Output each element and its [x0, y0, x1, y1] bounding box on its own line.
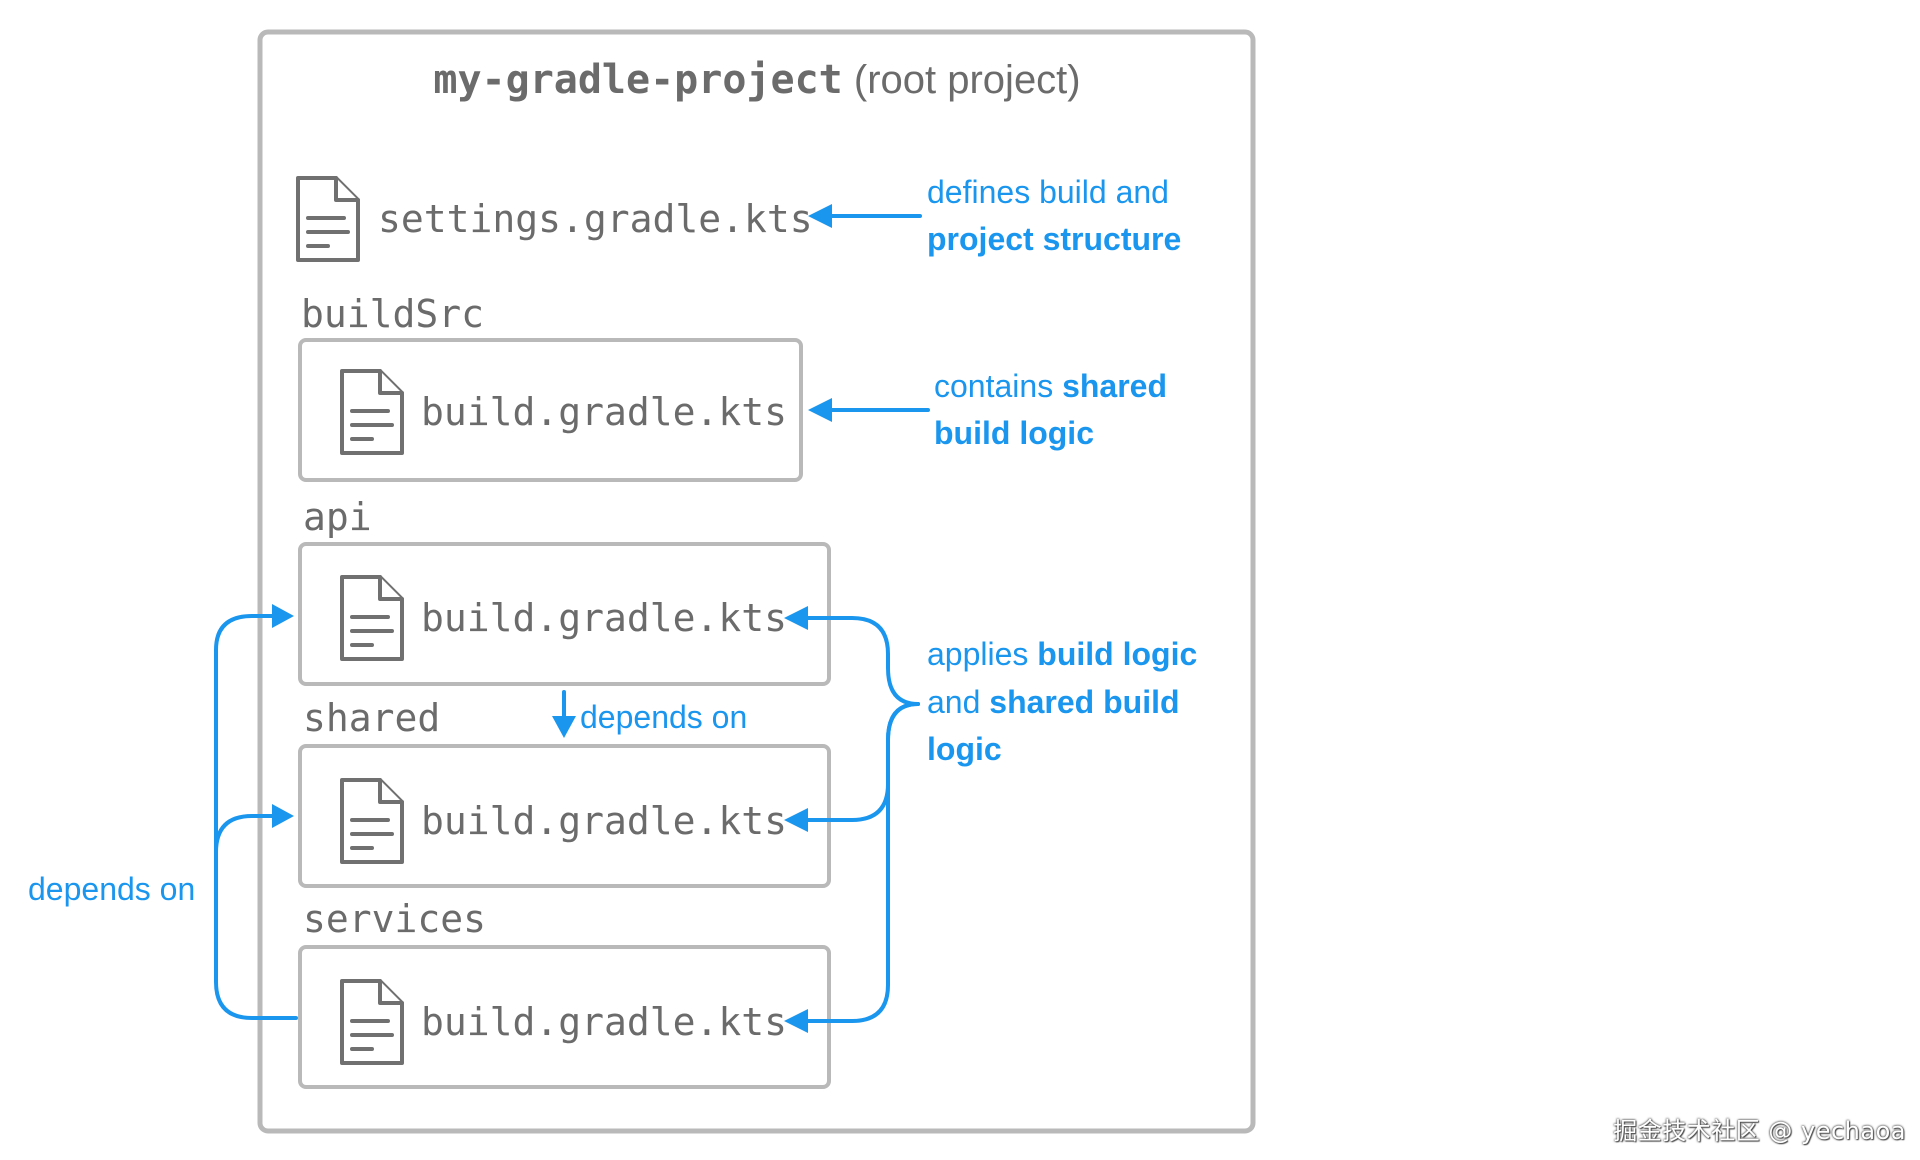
right-bracket-bottom	[804, 702, 920, 1023]
right-arrow-head-api	[784, 606, 808, 630]
api-depends-label: depends on	[580, 699, 747, 735]
shared-file-name: build.gradle.kts	[421, 799, 787, 843]
settings-arrow-head	[808, 204, 832, 228]
api-file-name: build.gradle.kts	[421, 596, 787, 640]
applies-line2-bold: shared build	[989, 684, 1179, 720]
shared-file-icon	[340, 778, 404, 864]
root-project-title: my-gradle-project (root project)	[433, 57, 1080, 103]
settings-file-name: settings.gradle.kts	[378, 197, 813, 241]
applies-annotation-line3: logic	[927, 731, 1002, 767]
buildsrc-file-icon	[340, 369, 404, 455]
settings-annotation-line2: project structure	[927, 221, 1181, 257]
buildsrc-annotation-plain: contains	[934, 368, 1062, 404]
applies-line1-plain: applies	[927, 636, 1037, 672]
module-label-shared: shared	[303, 696, 440, 740]
right-bracket-top	[804, 616, 920, 706]
buildsrc-annotation-line2: build logic	[934, 415, 1094, 451]
applies-annotation-line2: and shared build	[927, 684, 1180, 720]
applies-annotation-line1: applies build logic	[927, 636, 1197, 672]
buildsrc-annotation-bold: shared	[1062, 368, 1167, 404]
left-depends-branch-shared	[214, 814, 280, 854]
left-arrow-head-api	[272, 604, 294, 628]
api-file-icon	[340, 575, 404, 661]
module-box-api	[298, 542, 831, 686]
module-box-buildsrc	[298, 338, 803, 482]
applies-line1-bold: build logic	[1037, 636, 1197, 672]
left-depends-label: depends on	[28, 871, 195, 907]
settings-annotation-line1: defines build and	[927, 174, 1169, 210]
root-project-name: my-gradle-project	[433, 57, 842, 103]
api-depends-arrow-head	[552, 716, 576, 738]
module-label-api: api	[303, 495, 372, 539]
module-label-buildsrc: buildSrc	[301, 292, 484, 336]
buildsrc-arrow-head	[808, 398, 832, 422]
buildsrc-annotation-line1: contains shared	[934, 368, 1167, 404]
watermark: 掘金技术社区 @ yechaoa	[1613, 1117, 1906, 1145]
module-box-services	[298, 945, 831, 1089]
left-arrow-head-shared	[272, 804, 294, 828]
left-depends-connector	[214, 614, 298, 1020]
services-file-icon	[340, 979, 404, 1065]
right-arrow-head-services	[784, 1009, 808, 1033]
services-file-name: build.gradle.kts	[421, 1000, 787, 1044]
module-label-services: services	[303, 897, 486, 941]
settings-file-icon	[296, 176, 360, 262]
module-box-shared	[298, 744, 831, 888]
buildsrc-file-name: build.gradle.kts	[421, 390, 787, 434]
root-project-suffix: (root project)	[843, 58, 1081, 102]
right-arrow-head-shared	[784, 808, 808, 832]
applies-line2-plain: and	[927, 684, 989, 720]
